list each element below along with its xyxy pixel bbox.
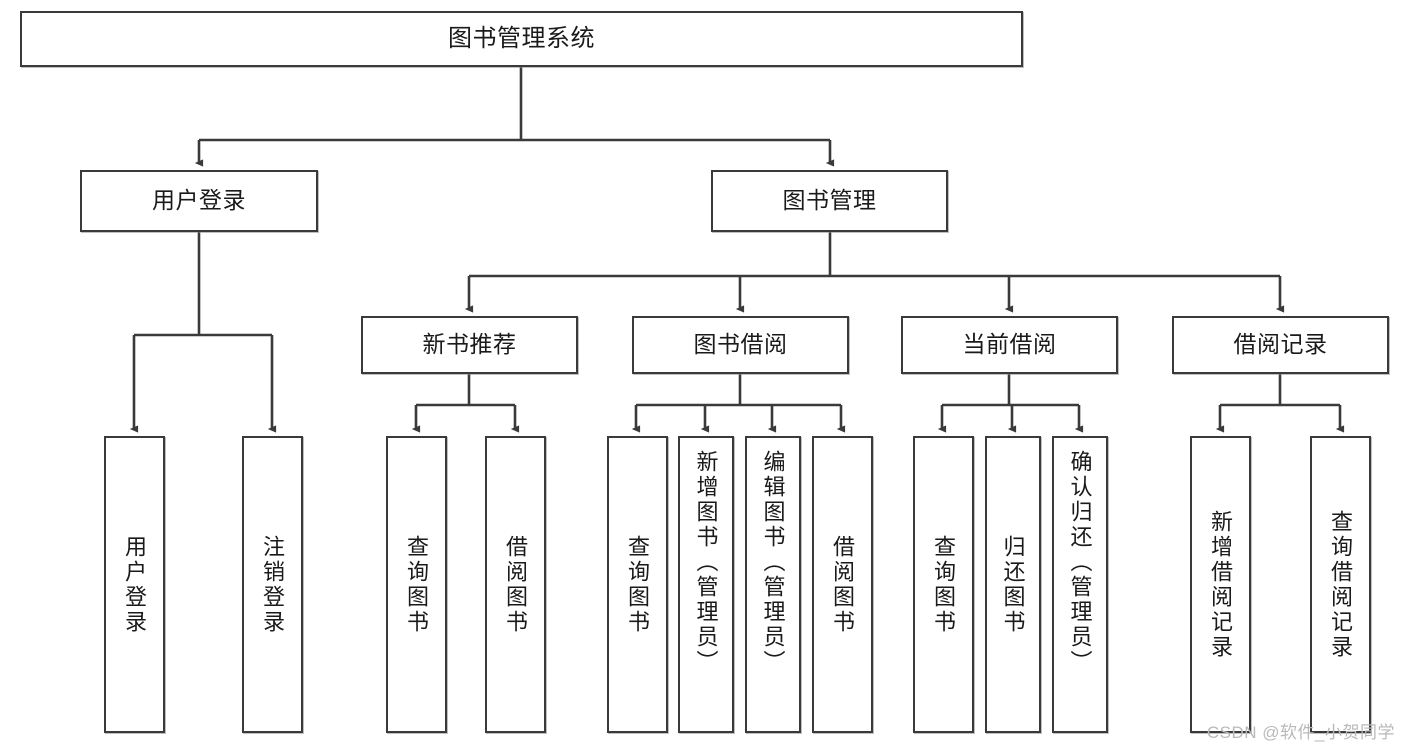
node-leaf-confirm-return-admin[interactable]: 确认归还（管理员） (1052, 436, 1108, 733)
node-book-borrow[interactable]: 图书借阅 (632, 316, 849, 374)
node-leaf-return-book[interactable]: 归还图书 (985, 436, 1041, 733)
node-leaf-add-book-admin-label: 新增图书（管理员） (693, 450, 719, 675)
node-root[interactable]: 图书管理系统 (20, 11, 1023, 67)
csdn-watermark: CSDN @软件_小贺同学 (1206, 723, 1395, 742)
node-root-label: 图书管理系统 (448, 24, 595, 52)
node-current-borrow[interactable]: 当前借阅 (901, 316, 1118, 374)
node-leaf-add-borrow-record[interactable]: 新增借阅记录 (1190, 436, 1251, 733)
node-borrow-record-label: 借阅记录 (1233, 331, 1328, 358)
node-leaf-query-book-rec-label: 查询图书 (404, 534, 430, 635)
node-leaf-edit-book-admin[interactable]: 编辑图书（管理员） (745, 436, 801, 733)
node-leaf-query-book-rec[interactable]: 查询图书 (386, 436, 447, 733)
node-leaf-query-book-borrow-label: 查询图书 (625, 534, 651, 635)
node-leaf-query-book-current-label: 查询图书 (931, 534, 957, 635)
node-leaf-add-book-admin[interactable]: 新增图书（管理员） (678, 436, 734, 733)
node-leaf-user-logout[interactable]: 注销登录 (242, 436, 303, 733)
node-book-borrow-label: 图书借阅 (693, 331, 788, 358)
node-leaf-query-borrow-record[interactable]: 查询借阅记录 (1310, 436, 1371, 733)
node-leaf-edit-book-admin-label: 编辑图书（管理员） (760, 450, 786, 675)
node-new-book-recommend-label: 新书推荐 (422, 331, 517, 358)
node-leaf-user-logout-label: 注销登录 (260, 534, 286, 635)
node-leaf-query-borrow-record-label: 查询借阅记录 (1328, 509, 1354, 660)
node-borrow-record[interactable]: 借阅记录 (1172, 316, 1389, 374)
node-leaf-borrow-book-borrow-label: 借阅图书 (830, 534, 856, 635)
node-current-borrow-label: 当前借阅 (962, 331, 1057, 358)
node-leaf-query-book-borrow[interactable]: 查询图书 (607, 436, 668, 733)
node-leaf-add-borrow-record-label: 新增借阅记录 (1208, 509, 1234, 660)
node-new-book-recommend[interactable]: 新书推荐 (361, 316, 578, 374)
node-user-login[interactable]: 用户登录 (80, 170, 318, 232)
node-leaf-confirm-return-admin-label: 确认归还（管理员） (1067, 450, 1093, 675)
node-book-manage-label: 图书管理 (782, 187, 877, 214)
node-user-login-label: 用户登录 (152, 187, 246, 214)
node-leaf-query-book-current[interactable]: 查询图书 (913, 436, 974, 733)
node-leaf-borrow-book-rec[interactable]: 借阅图书 (485, 436, 546, 733)
node-leaf-borrow-book-borrow[interactable]: 借阅图书 (812, 436, 873, 733)
node-leaf-user-login-label: 用户登录 (122, 534, 148, 635)
node-leaf-return-book-label: 归还图书 (1000, 534, 1026, 635)
node-leaf-user-login[interactable]: 用户登录 (104, 436, 165, 733)
node-leaf-borrow-book-rec-label: 借阅图书 (503, 534, 529, 635)
node-book-manage[interactable]: 图书管理 (711, 170, 948, 232)
